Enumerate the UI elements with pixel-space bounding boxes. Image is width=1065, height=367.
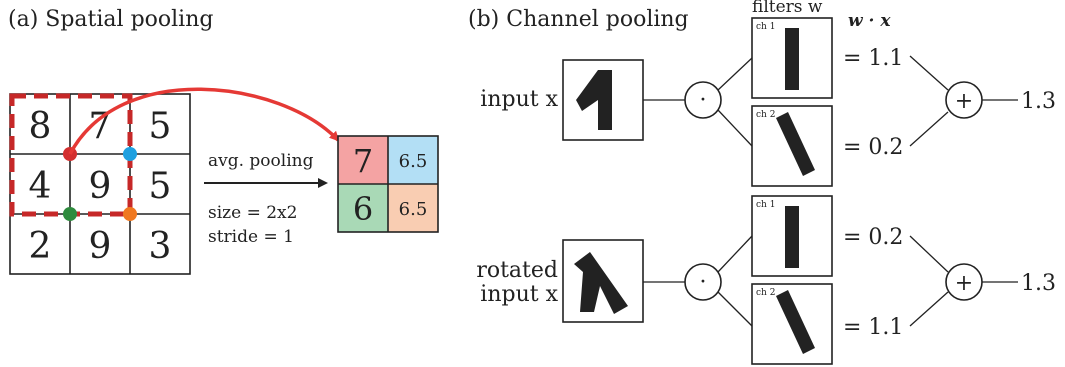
product-value: = 1.1 bbox=[843, 46, 903, 71]
output-cell: 6.5 bbox=[399, 151, 428, 172]
filter-channel-label: ch 1 bbox=[756, 22, 775, 32]
connector bbox=[717, 291, 753, 327]
panel-b-title: (b) Channel pooling bbox=[468, 7, 689, 32]
filter-diagonal-bar bbox=[776, 112, 815, 176]
filter-diagonal-bar bbox=[776, 290, 815, 354]
input-grid: 8 7 5 4 9 5 2 9 3 bbox=[9, 93, 191, 275]
grid-cell: 9 bbox=[89, 166, 112, 207]
result-value: 1.3 bbox=[1021, 271, 1056, 296]
grid-cell: 9 bbox=[89, 226, 112, 267]
output-grid: 7 6.5 6 6.5 bbox=[337, 135, 439, 233]
connector bbox=[717, 109, 753, 147]
rotated-input-glyph bbox=[574, 252, 628, 314]
mapping-arrow bbox=[68, 87, 340, 155]
grid-cell: 5 bbox=[149, 166, 172, 207]
green-dot bbox=[63, 207, 77, 221]
grid-cell: 4 bbox=[29, 166, 52, 207]
connector bbox=[909, 111, 949, 147]
product-value: = 0.2 bbox=[843, 135, 903, 160]
sum-symbol: + bbox=[955, 271, 973, 296]
filter-channel-label: ch 2 bbox=[756, 110, 775, 120]
connector bbox=[909, 291, 949, 327]
filter-channel-label: ch 2 bbox=[756, 288, 775, 298]
grid-cell: 5 bbox=[149, 106, 172, 147]
grid-cell: 2 bbox=[29, 226, 52, 267]
result-value: 1.3 bbox=[1021, 89, 1056, 114]
stride-label: stride = 1 bbox=[208, 227, 294, 247]
orange-dot bbox=[123, 207, 137, 221]
filters-label: filters w bbox=[752, 0, 823, 17]
grid-cell: 8 bbox=[29, 106, 52, 147]
multiply-symbol: · bbox=[700, 88, 707, 113]
filter-channel-label: ch 1 bbox=[756, 200, 775, 210]
rotated-label: rotated bbox=[476, 258, 558, 283]
filter-vertical-bar bbox=[785, 206, 799, 268]
sum-symbol: + bbox=[955, 89, 973, 114]
multiply-symbol: · bbox=[700, 270, 707, 295]
size-label: size = 2x2 bbox=[208, 203, 297, 223]
output-cell: 7 bbox=[353, 142, 373, 180]
connector bbox=[717, 57, 753, 91]
blue-dot bbox=[123, 147, 137, 161]
multiply-node bbox=[684, 81, 722, 119]
panel-a-title: (a) Spatial pooling bbox=[8, 7, 213, 32]
output-cell: 6.5 bbox=[399, 199, 428, 220]
input-label: input x bbox=[480, 87, 558, 112]
connector bbox=[909, 55, 949, 91]
grid-cell: 3 bbox=[149, 226, 172, 267]
op-label: avg. pooling bbox=[208, 151, 314, 171]
connector bbox=[717, 235, 753, 273]
dot-label: w · x bbox=[848, 11, 891, 31]
output-cell: 6 bbox=[353, 190, 373, 228]
product-value: = 0.2 bbox=[843, 225, 903, 250]
filter-vertical-bar bbox=[785, 28, 799, 90]
connector bbox=[909, 235, 949, 273]
input-glyph bbox=[576, 70, 612, 130]
product-value: = 1.1 bbox=[843, 315, 903, 340]
multiply-node bbox=[684, 263, 722, 301]
rotated-label: input x bbox=[480, 282, 558, 307]
